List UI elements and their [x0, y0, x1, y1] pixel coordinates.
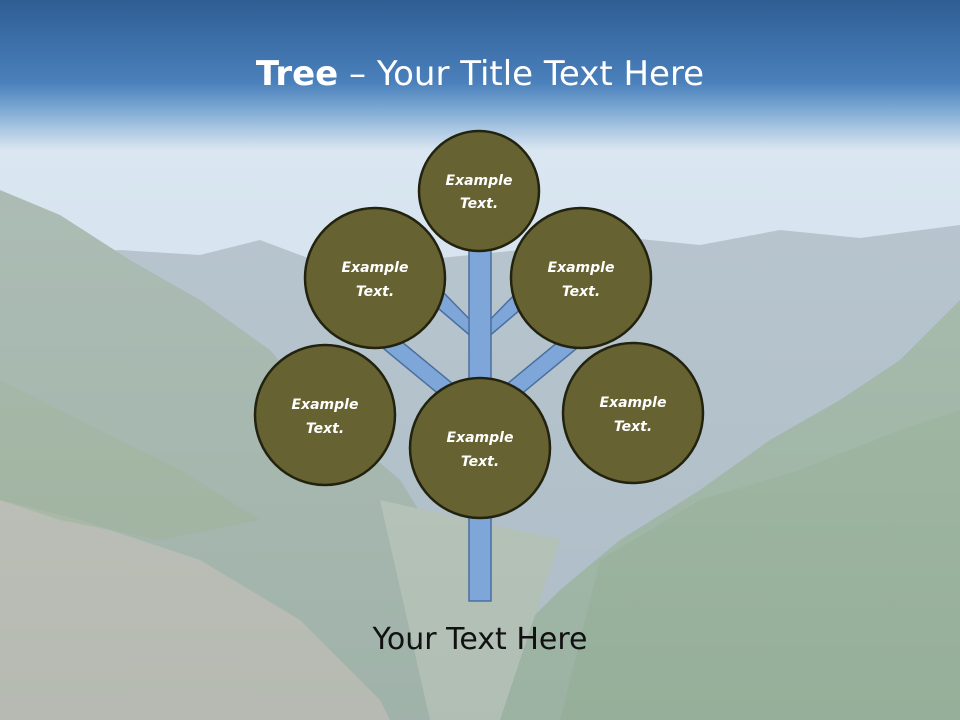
node-text-line2: Text. [562, 284, 600, 300]
node-text-line1: Example [447, 430, 514, 446]
slide-title: Tree – Your Title Text Here [0, 52, 960, 96]
tree-node: Example Text. [417, 129, 541, 253]
title-rest: – Your Title Text Here [338, 54, 705, 94]
node-text-line2: Text. [461, 454, 499, 470]
node-text-line2: Text. [306, 421, 344, 437]
title-bold: Tree [255, 54, 339, 94]
node-text-line1: Example [292, 397, 359, 413]
node-text-line1: Example [600, 395, 667, 411]
node-text-line2: Text. [614, 419, 652, 435]
tree-node: Example Text. [253, 343, 397, 487]
footer-text: Your Text Here [372, 622, 588, 657]
node-text-line1: Example [446, 173, 513, 189]
node-text-line1: Example [548, 260, 615, 276]
node-text-line1: Example [342, 260, 409, 276]
node-text-line2: Text. [356, 284, 394, 300]
tree-node: Example Text. [303, 206, 447, 350]
tree-node: Example Text. [408, 376, 552, 520]
tree-node: Example Text. [561, 341, 705, 485]
tree-node: Example Text. [509, 206, 653, 350]
node-text-line2: Text. [460, 196, 498, 212]
title-bar [0, 0, 960, 150]
